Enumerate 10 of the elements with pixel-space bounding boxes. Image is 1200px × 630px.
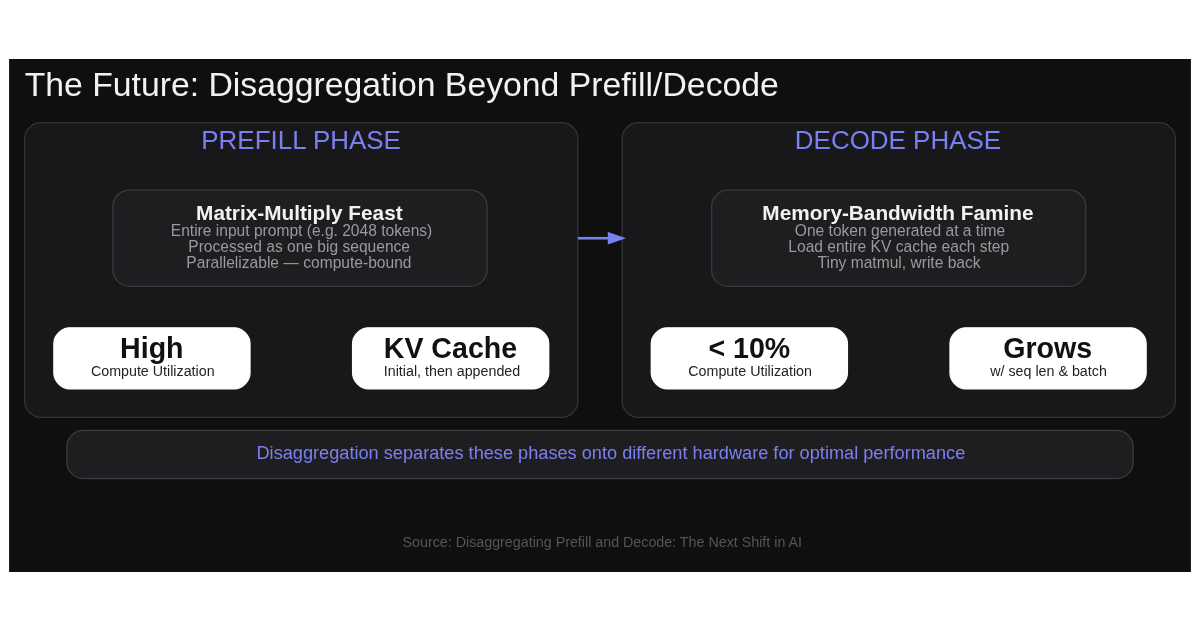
node-box: Matrix-Multiply Feast Entire input prompt (e.g. 2048 tokens) Processed as one big sequence Parallelizable — compute-bound — [112, 189, 488, 287]
label: Source: Disaggregating Prefill and Decode: The Next Shift in AI — [402, 533, 802, 550]
node-box: KV Cache Initial, then appended — [351, 326, 550, 390]
node-box: High Compute Utilization — [53, 326, 251, 390]
node-box: Grows w/ seq len & batch — [949, 326, 1147, 390]
diagram-title: The Future: Disaggregation Beyond Prefill/Decode — [24, 64, 779, 103]
node-box: < 10% Compute Utilization — [650, 326, 849, 390]
node-box: Disaggregation separates these phases onto different hardware for optimal performance — [66, 429, 1134, 479]
node-box: Memory-Bandwidth Famine One token generated at a time Load entire KV cache each step Tiny matmul, write back — [711, 189, 1087, 287]
arrow — [577, 231, 626, 245]
